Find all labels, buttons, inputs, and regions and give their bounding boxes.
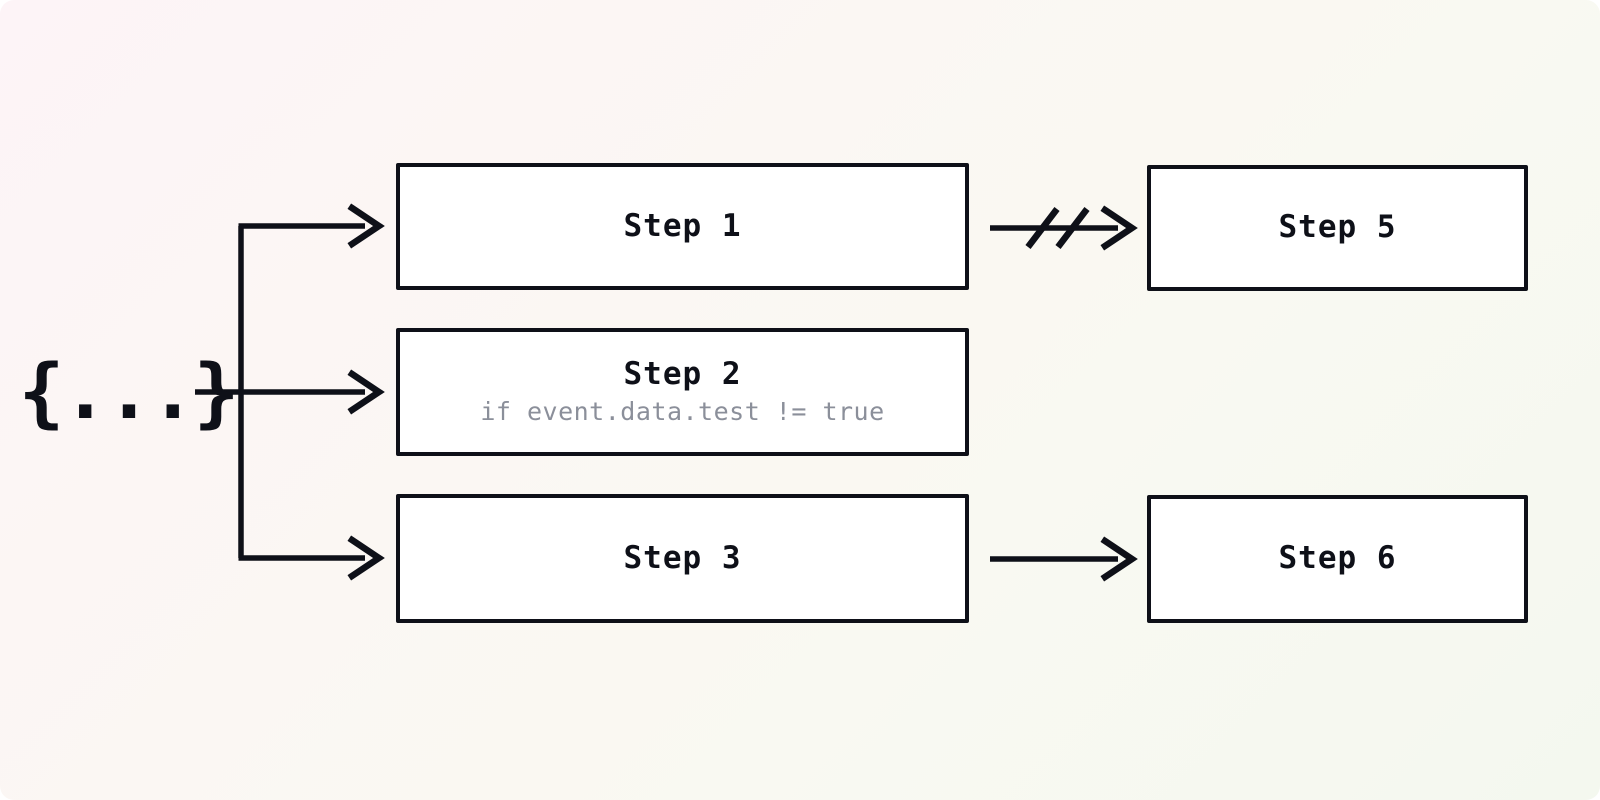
node-step3-title: Step 3: [623, 539, 742, 576]
node-step2[interactable]: Step 2 if event.data.test != true: [396, 328, 969, 456]
edge-step1-to-step5-cut: [990, 205, 1138, 251]
edge-source-to-step3: [238, 535, 385, 581]
node-step6[interactable]: Step 6: [1147, 495, 1528, 623]
node-step5-title: Step 5: [1278, 209, 1397, 246]
edge-step3-to-step6: [990, 536, 1138, 582]
node-step5[interactable]: Step 5: [1147, 165, 1528, 291]
event-payload-token: {...}: [18, 347, 240, 436]
node-step2-title: Step 2: [623, 356, 742, 393]
node-step6-title: Step 6: [1278, 540, 1397, 577]
cut-slash-2: [1055, 207, 1090, 249]
node-step3[interactable]: Step 3: [396, 494, 969, 623]
edge-source-to-step1: [238, 203, 385, 249]
node-step1[interactable]: Step 1: [396, 163, 969, 290]
node-step1-title: Step 1: [623, 207, 742, 244]
node-step2-condition: if event.data.test != true: [480, 396, 885, 426]
edge-source-to-step2: [241, 369, 385, 415]
cut-slash-1: [1025, 207, 1060, 249]
